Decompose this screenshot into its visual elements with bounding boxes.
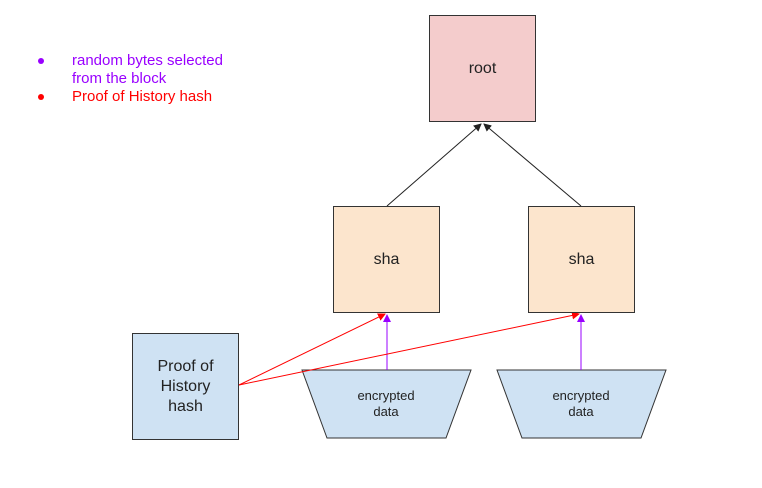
arrow-poh-to-sha-left	[238, 313, 386, 386]
root-label: root	[468, 59, 497, 77]
proof-of-history-node: Proof of History hash	[132, 333, 239, 440]
encrypted-data-right-label: encrypted data	[552, 388, 610, 419]
edge-sha-right-to-root	[483, 123, 582, 207]
legend-item-poh-hash: Proof of History hash	[34, 88, 223, 106]
legend-bullet-purple	[38, 58, 44, 64]
root-node: root	[429, 15, 536, 122]
legend-item-random-bytes: random bytes selected from the block	[34, 52, 223, 88]
legend-label-poh-hash: Proof of History hash	[72, 88, 213, 105]
encrypted-data-left-shape	[301, 369, 472, 439]
legend-label-random-bytes: random bytes selected from the block	[72, 52, 223, 87]
sha-node-left: sha	[333, 206, 440, 313]
poh-label: Proof of History hash	[157, 357, 214, 415]
legend: random bytes selected from the block Pro…	[34, 52, 223, 106]
sha-left-label: sha	[373, 250, 400, 268]
arrow-poh-to-sha-right	[238, 311, 580, 386]
legend-bullet-red	[38, 94, 44, 100]
encrypted-data-right-shape	[496, 369, 667, 439]
edge-sha-left-to-root	[386, 123, 482, 207]
sha-node-right: sha	[528, 206, 635, 313]
sha-right-label: sha	[568, 250, 595, 268]
encrypted-data-left-label: encrypted data	[357, 388, 415, 419]
